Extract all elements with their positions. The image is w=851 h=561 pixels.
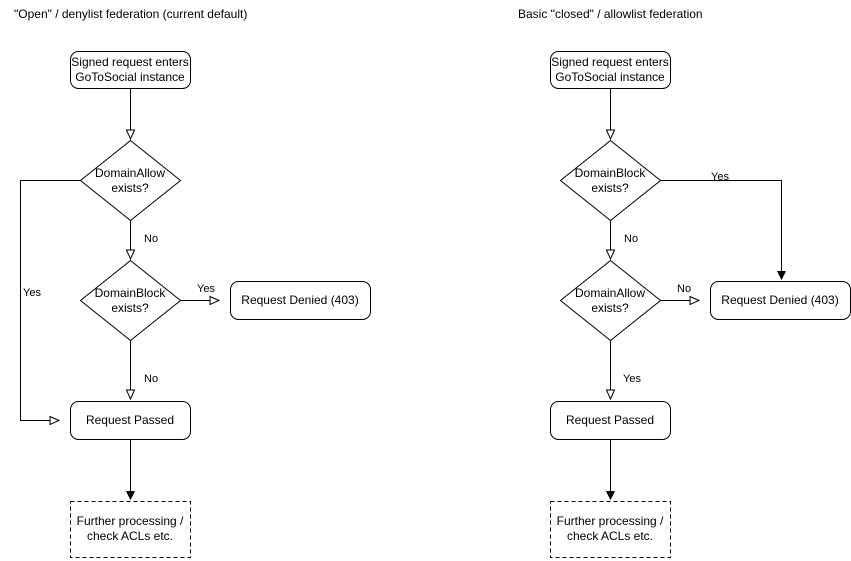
edge-label-block-yes-right: Yes: [711, 171, 729, 183]
node-domainblock-right: [559, 139, 662, 222]
node-request-denied-right: [710, 281, 851, 320]
node-request-passed-left: [70, 401, 191, 440]
edge-label-block-no-left: No: [144, 373, 159, 385]
node-entry-right: [550, 51, 671, 89]
node-request-passed-right: [550, 401, 671, 440]
edge-label-block-yes-left: Yes: [197, 283, 215, 295]
edge-label-allow-yes-right: Yes: [623, 373, 641, 385]
edge-label-block-no-right: No: [624, 233, 639, 245]
column-title-left: "Open" / denylist federation (current de…: [14, 7, 248, 21]
node-domainallow-left: [79, 139, 182, 222]
edge-label-allow-yes-left: Yes: [23, 287, 41, 299]
edge-label-allow-no-right: No: [677, 283, 692, 295]
column-title-right: Basic "closed" / allowlist federation: [518, 7, 703, 21]
node-request-denied-left: [230, 281, 371, 320]
edge-label-allow-no-left: No: [144, 233, 159, 245]
node-further-processing-left: [70, 501, 191, 558]
node-entry-left: [70, 51, 191, 89]
edge-block-yes-to-denied-right: [660, 180, 782, 280]
node-domainblock-left: [79, 259, 182, 342]
node-domainallow-right: [559, 259, 662, 342]
edge-allow-yes-to-passed-left: [20, 180, 81, 426]
node-further-processing-right: [550, 501, 671, 558]
